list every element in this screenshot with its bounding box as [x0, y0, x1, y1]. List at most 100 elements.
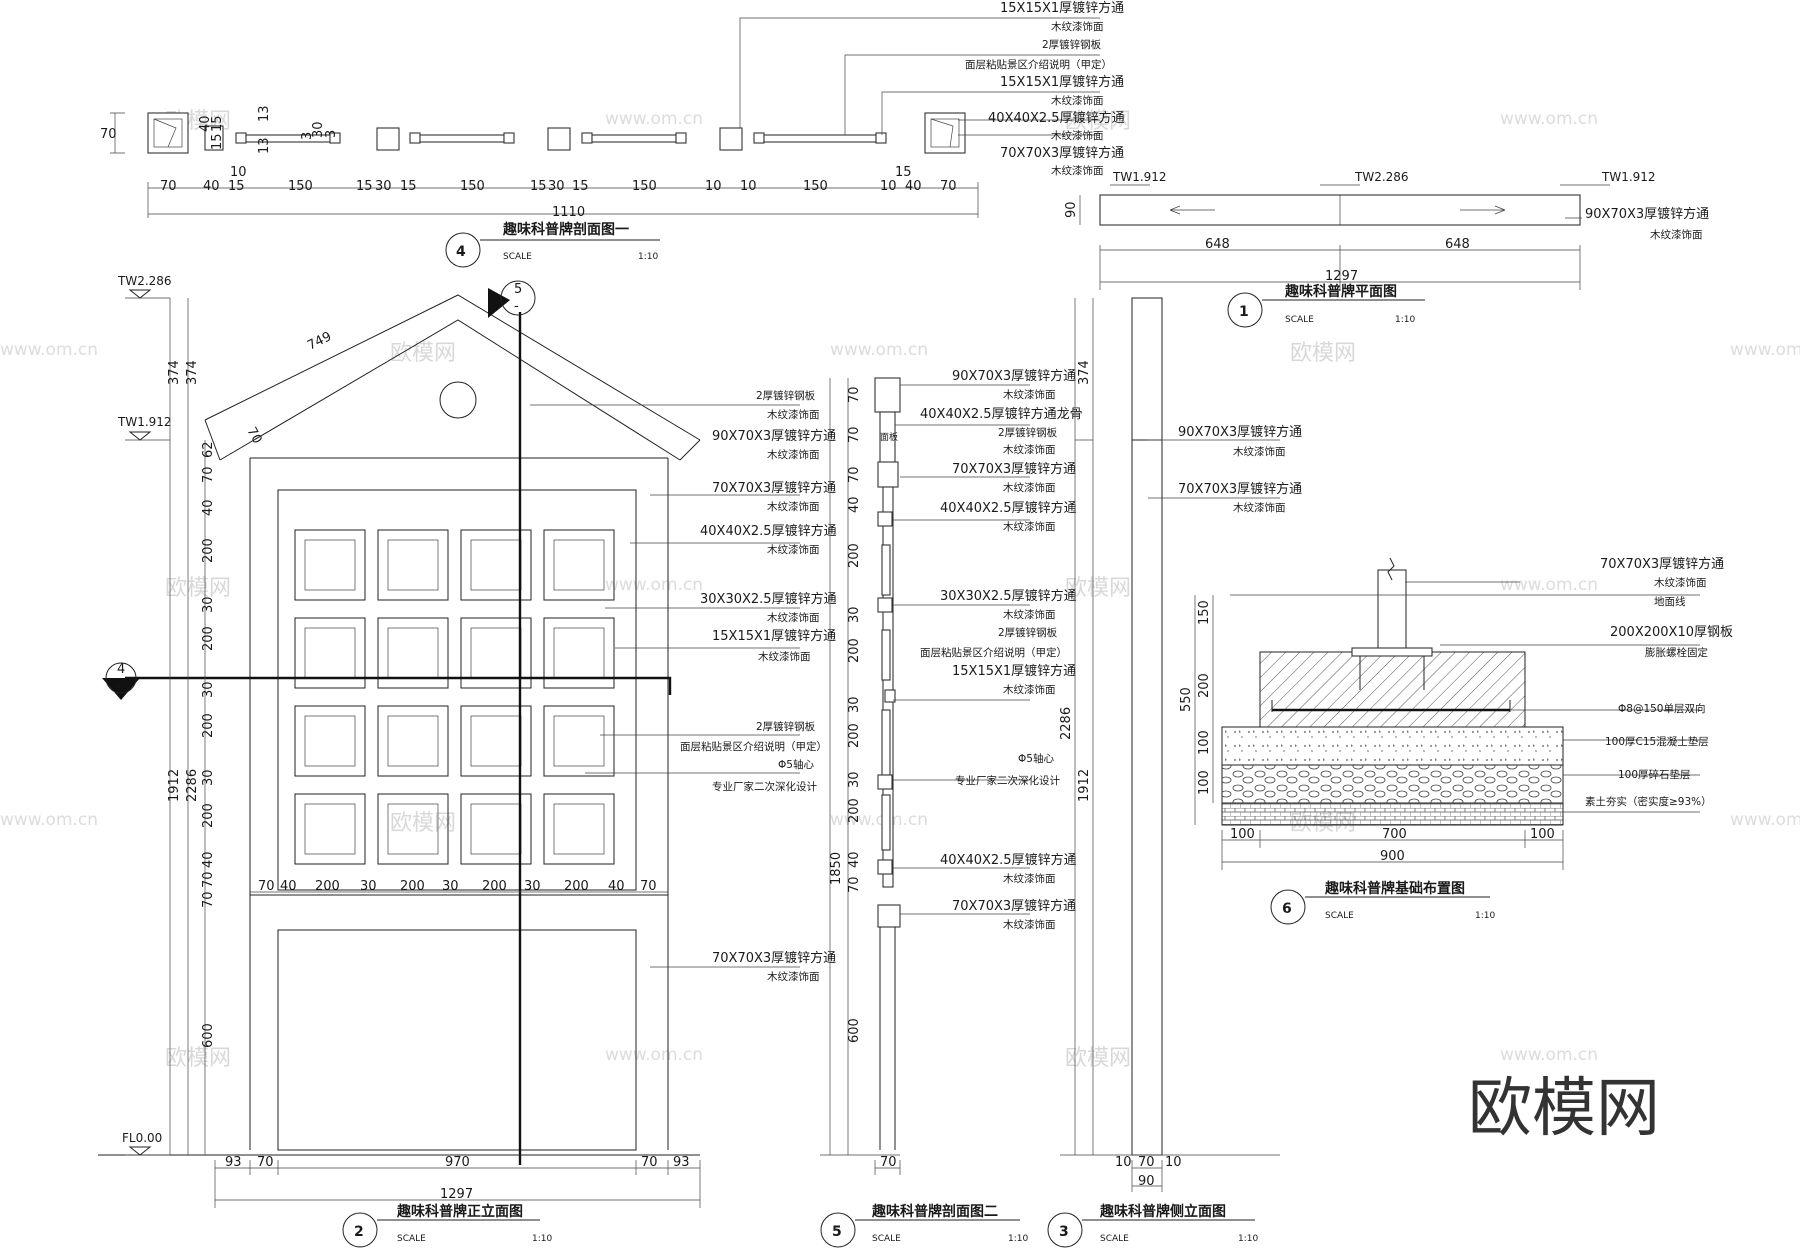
dim-label: 200	[201, 538, 216, 563]
svg-text:2286: 2286	[1059, 707, 1074, 740]
dim-label: 15	[356, 179, 373, 194]
view-number: 4	[456, 244, 466, 260]
watermark-site: www.om.cn	[1730, 340, 1800, 360]
dim-label: 648	[1205, 237, 1230, 252]
note: 15X15X1厚镀锌方通	[1000, 74, 1124, 90]
dim-label: 70	[1138, 1155, 1155, 1170]
view-number-circle	[342, 1212, 378, 1248]
note: 木纹漆饰面	[1051, 94, 1104, 107]
c15-bed	[1221, 726, 1564, 766]
concrete-footing	[1259, 651, 1526, 728]
note: 木纹漆饰面	[767, 611, 820, 624]
sign-panel-grid	[294, 529, 615, 865]
sign-panel-inner	[553, 539, 605, 591]
dim-label: 40	[201, 851, 216, 868]
dim-label: 70	[880, 1155, 897, 1170]
dim-label: 40	[608, 879, 625, 894]
svg-text:面板: 面板	[880, 431, 898, 443]
dim-label: 40	[847, 851, 862, 868]
watermark-site: www.om.cn	[0, 340, 98, 360]
scale-label: SCALE	[1100, 1234, 1129, 1244]
dim-label: 30	[524, 879, 541, 894]
svg-text:100: 100	[1197, 730, 1212, 755]
dim-label: 40	[201, 499, 216, 516]
sign-panel	[460, 529, 532, 601]
level-marker: TW2.286	[117, 274, 172, 288]
watermark-brand: 欧模网	[1290, 341, 1356, 366]
note: 30X30X2.5厚镀锌方通	[940, 588, 1077, 604]
dim-label: 15	[530, 179, 547, 194]
scale-label: SCALE	[1285, 315, 1314, 325]
note: 木纹漆饰面	[1003, 608, 1056, 621]
view-number: 3	[1059, 1224, 1069, 1240]
note: 木纹漆饰面	[1003, 520, 1056, 533]
svg-text:13: 13	[257, 137, 272, 154]
view-number: 1	[1239, 304, 1249, 320]
dim-label: 62	[201, 441, 216, 458]
sign-frame	[277, 489, 637, 891]
scale-value: 1:10	[1475, 911, 1495, 921]
sign-panel-inner	[304, 539, 356, 591]
view-title: 趣味科普牌侧立面图	[1099, 1203, 1226, 1220]
dim-label: 30	[201, 769, 216, 786]
svg-text:100: 100	[1197, 770, 1212, 795]
watermark-site: www.om.cn	[1500, 575, 1598, 595]
view-title: 趣味科普牌平面图	[1284, 283, 1397, 300]
note: 木纹漆饰面	[1650, 228, 1703, 241]
view-number-circle	[445, 232, 481, 268]
dim-label: 600	[201, 1023, 216, 1048]
svg-text:15: 15	[210, 133, 225, 150]
sign-panel	[294, 793, 366, 865]
watermark-brand: 欧模网	[1065, 576, 1131, 601]
note: 面层粘贴景区介绍说明（甲定）	[965, 58, 1112, 71]
post-stub	[1377, 569, 1407, 653]
dim-label: 70	[847, 466, 862, 483]
dim-label: 10	[1115, 1155, 1132, 1170]
sign-panel-inner	[470, 627, 522, 679]
sign-panel-inner	[387, 715, 439, 767]
dim-label: 70	[847, 876, 862, 893]
note: 地面线	[1654, 595, 1686, 608]
watermark-brand: 欧模网	[165, 576, 231, 601]
svg-text:1850: 1850	[829, 852, 844, 885]
sign-panel	[294, 705, 366, 777]
watermark-brand: 欧模网	[390, 811, 456, 836]
scale-value: 1:10	[638, 252, 658, 262]
note: 2厚镀锌钢板	[998, 426, 1058, 439]
dim-label: 10	[740, 179, 757, 194]
view-title: 趣味科普牌基础布置图	[1324, 880, 1465, 897]
dim-label: 648	[1445, 237, 1470, 252]
sign-panel	[460, 793, 532, 865]
sign-panel	[460, 705, 532, 777]
svg-text:3: 3	[300, 132, 315, 140]
brand-logo-text: 欧模网	[1468, 1072, 1660, 1146]
note: 专业厂家二次深化设计	[712, 780, 817, 793]
note: 70X70X3厚镀锌方通	[1178, 481, 1302, 497]
note: 面层粘贴景区介绍说明（甲定）	[920, 646, 1067, 659]
sign-panel	[377, 705, 449, 777]
watermark-site: www.om.cn	[830, 810, 928, 830]
dim-label: 200	[847, 723, 862, 748]
watermark-brand: 欧模网	[165, 1046, 231, 1071]
sign-panel-inner	[387, 539, 439, 591]
svg-text:200: 200	[1197, 673, 1212, 698]
dim-label: 150	[288, 179, 313, 194]
dim-label: 15	[895, 165, 912, 180]
svg-text:40: 40	[198, 115, 213, 132]
dim-label: 30	[442, 879, 459, 894]
dim-label: 30	[201, 681, 216, 698]
note: 70X70X3厚镀锌方通	[952, 461, 1076, 477]
dim-label: 70	[160, 179, 177, 194]
dim-label: 10	[1165, 1155, 1182, 1170]
sign-panel-inner	[304, 803, 356, 855]
dim-label: 10	[880, 179, 897, 194]
dim-label: 200	[564, 879, 589, 894]
svg-text:-: -	[514, 299, 519, 314]
sign-panel	[294, 617, 366, 689]
svg-text:550: 550	[1179, 687, 1194, 712]
sign-panel	[294, 529, 366, 601]
watermark-brand: 欧模网	[1065, 109, 1131, 134]
note: 40X40X2.5厚镀锌方通	[940, 500, 1077, 516]
sign-panel	[377, 529, 449, 601]
dim-total: 1110	[552, 205, 585, 220]
